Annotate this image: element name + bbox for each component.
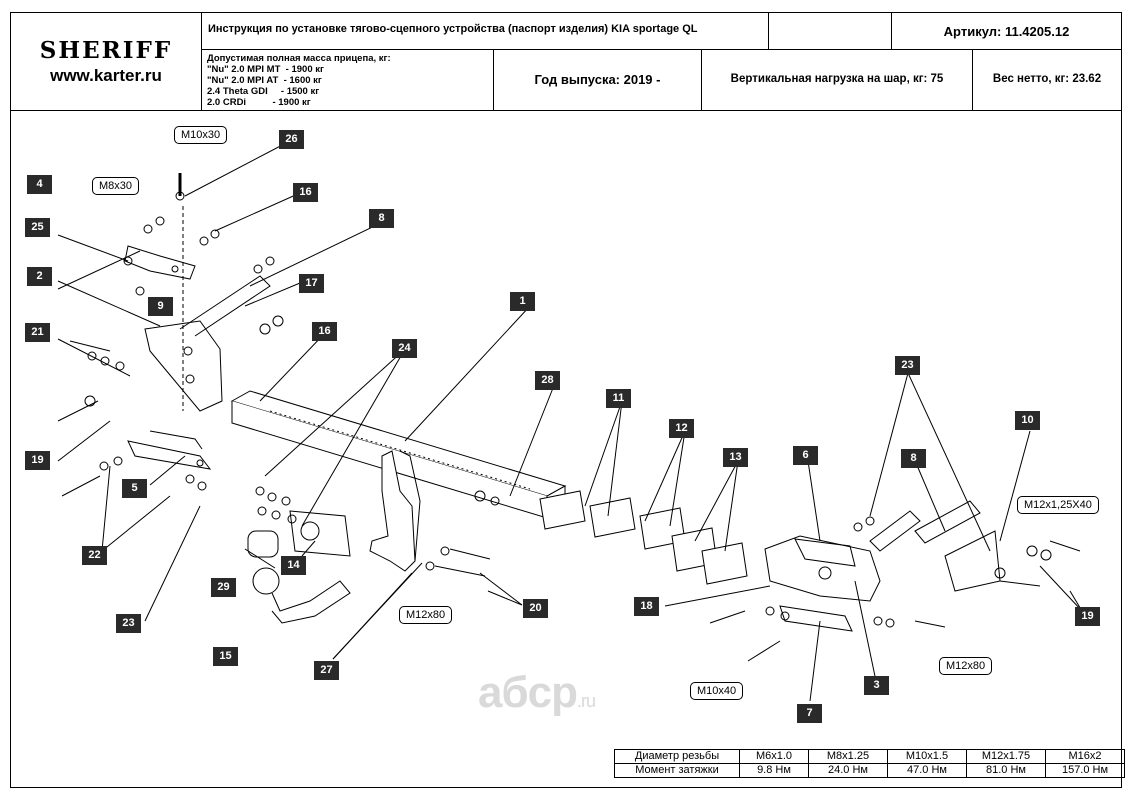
part-number-badge: 2 (27, 267, 52, 286)
far-right-bracket (869, 500, 1001, 592)
part-number-badge: 13 (723, 448, 748, 467)
table-cell: M8x1.25 (808, 749, 888, 764)
part-number-badge: 1 (510, 292, 535, 311)
table-cell: Диаметр резьбы (614, 749, 740, 764)
part-number-badge: 10 (1015, 411, 1040, 430)
watermark-suffix: .ru (577, 691, 596, 711)
part-number-badge: 4 (27, 175, 52, 194)
table-cell: 47.0 Нм (887, 763, 967, 778)
part-number-badge: 23 (895, 356, 920, 375)
spacer-plates (539, 490, 748, 585)
fasteners (57, 173, 1081, 662)
table-cell: M6x1.0 (739, 749, 809, 764)
table-cell: 157.0 Нм (1045, 763, 1125, 778)
part-number-badge: 20 (523, 599, 548, 618)
part-number-badge: 28 (535, 371, 560, 390)
table-cell: 24.0 Нм (808, 763, 888, 778)
table-cell: Момент затяжки (614, 763, 740, 778)
part-number-badge: 8 (369, 209, 394, 228)
bolt-size-callout: M12x80 (399, 606, 453, 624)
website-link[interactable]: www.karter.ru (50, 66, 162, 85)
part-number-badge: 21 (25, 323, 50, 342)
part-number-badge: 25 (25, 218, 50, 237)
watermark: aбcp.ru (478, 668, 596, 718)
production-year: Год выпуска: 2019 - (493, 49, 702, 111)
part-number-badge: 9 (148, 297, 173, 316)
table-cell: 81.0 Нм (966, 763, 1046, 778)
part-number-badge: 12 (669, 419, 694, 438)
bolt-size-callout: M8x30 (92, 177, 140, 195)
part-number-badge: 17 (299, 274, 324, 293)
part-number-badge: 5 (122, 479, 147, 498)
document-title: Инструкция по установке тягово-сцепного … (201, 12, 769, 50)
part-number-badge: 29 (211, 578, 236, 597)
part-number-badge: 27 (314, 661, 339, 680)
right-bracket (764, 535, 881, 602)
part-number-badge: 23 (116, 614, 141, 633)
exploded-assembly-drawing (57, 140, 1083, 702)
socket-plate (289, 510, 351, 557)
table-row: Момент затяжки 9.8 Нм 24.0 Нм 47.0 Нм 81… (614, 763, 1125, 778)
mass-line: 2.0 CRDi - 1900 кг (207, 97, 311, 108)
part-number-badge: 7 (797, 704, 822, 723)
part-number-badge: 8 (901, 449, 926, 468)
part-number-badge: 24 (392, 339, 417, 358)
mass-line: "Nu" 2.0 MPI AT - 1600 кг (207, 75, 322, 86)
mass-line: "Nu" 2.0 MPI MT - 1900 кг (207, 64, 324, 75)
part-number-badge: 19 (25, 451, 50, 470)
leader-lines (57, 140, 1083, 702)
part-number-badge: 16 (293, 183, 318, 202)
table-cell: 9.8 Нм (739, 763, 809, 778)
logo-block: SHERIFF www.karter.ru (10, 12, 202, 111)
article-number: Артикул: 11.4205.12 (891, 12, 1122, 50)
part-number-badge: 14 (281, 556, 306, 575)
trailer-mass-block: Допустимая полная масса прицепа, кг:"Nu"… (201, 49, 494, 111)
part-number-badge: 16 (312, 322, 337, 341)
bolt-size-callout: M10x40 (690, 682, 744, 700)
part-number-badge: 26 (279, 130, 304, 149)
tow-ball (247, 530, 351, 624)
part-number-badge: 15 (213, 647, 238, 666)
vertical-load: Вертикальная нагрузка на шар, кг: 75 (701, 49, 973, 111)
table-cell: M12x1.75 (966, 749, 1046, 764)
bolt-size-callout: M12x1,25X40 (1017, 496, 1099, 514)
net-weight: Вес нетто, кг: 23.62 (972, 49, 1122, 111)
title-spacer (768, 12, 892, 50)
bolt-size-callout: M10x30 (174, 126, 228, 144)
mass-line: Допустимая полная масса прицепа, кг: (207, 53, 391, 64)
bolt-size-callout: M12x80 (939, 657, 993, 675)
table-row: Диаметр резьбы M6x1.0 M8x1.25 M10x1.5 M1… (614, 749, 1125, 764)
brand-logo: SHERIFF (39, 37, 173, 64)
part-number-badge: 6 (793, 446, 818, 465)
mass-line: 2.4 Theta GDI - 1500 кг (207, 86, 320, 97)
watermark-text: aбcp (478, 668, 578, 717)
lower-right-bracket (779, 605, 853, 632)
table-cell: M10x1.5 (887, 749, 967, 764)
part-number-badge: 22 (82, 546, 107, 565)
part-number-badge: 19 (1075, 607, 1100, 626)
center-plate (369, 450, 421, 572)
left-bracket (144, 275, 271, 412)
table-cell: M16x2 (1045, 749, 1125, 764)
part-number-badge: 11 (606, 389, 631, 408)
left-lower-bracket (127, 430, 212, 470)
bracket-upper (124, 245, 196, 280)
torque-table: Диаметр резьбы M6x1.0 M8x1.25 M10x1.5 M1… (614, 749, 1125, 778)
part-number-badge: 18 (634, 597, 659, 616)
part-number-badge: 3 (864, 676, 889, 695)
